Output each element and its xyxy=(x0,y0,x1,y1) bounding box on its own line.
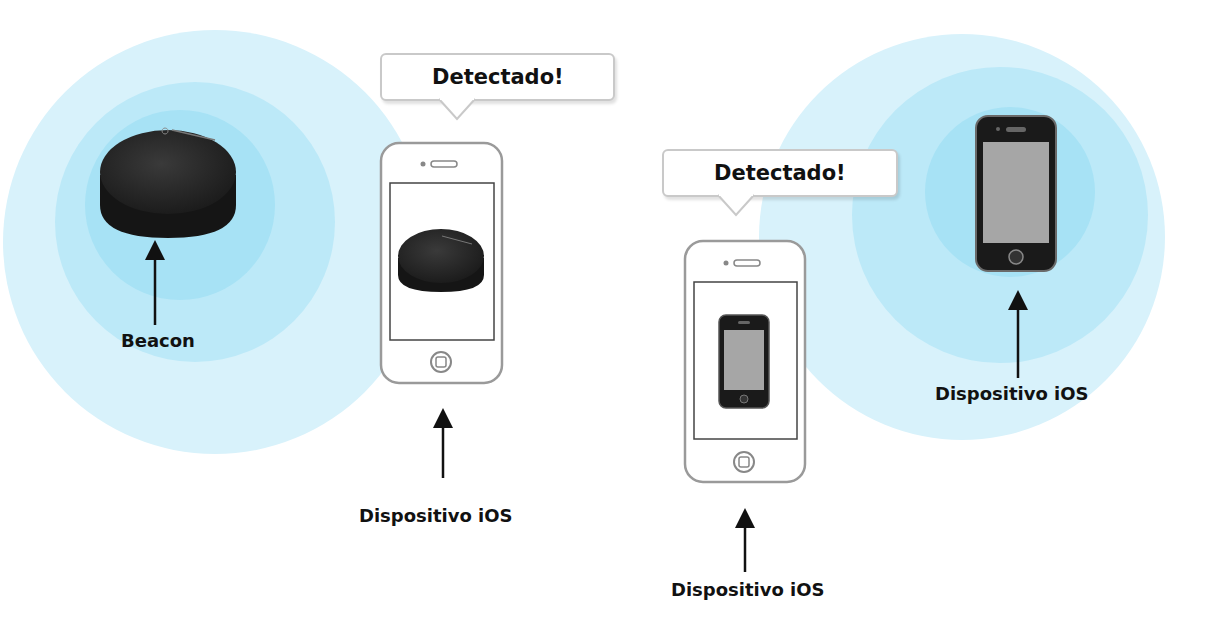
leader-arrows xyxy=(155,250,1018,572)
part-label: Dispositivo iOS xyxy=(359,505,513,526)
part-label: Beacon xyxy=(121,330,195,351)
speech-bubble: Detectado! xyxy=(380,53,615,101)
beacon-device xyxy=(100,128,236,238)
ios-device xyxy=(976,116,1056,271)
bubble-tail xyxy=(437,99,477,123)
ios-device xyxy=(381,143,502,383)
bubble-text: Detectado! xyxy=(432,65,564,89)
part-label: Dispositivo iOS xyxy=(935,383,1089,404)
bubble-text: Detectado! xyxy=(714,161,846,185)
signal-rings xyxy=(3,30,427,454)
part-label: Dispositivo iOS xyxy=(671,579,825,600)
bubble-tail xyxy=(716,195,756,219)
speech-bubble: Detectado! xyxy=(662,149,898,197)
signal-rings xyxy=(759,34,1165,440)
ios-device xyxy=(685,241,805,482)
